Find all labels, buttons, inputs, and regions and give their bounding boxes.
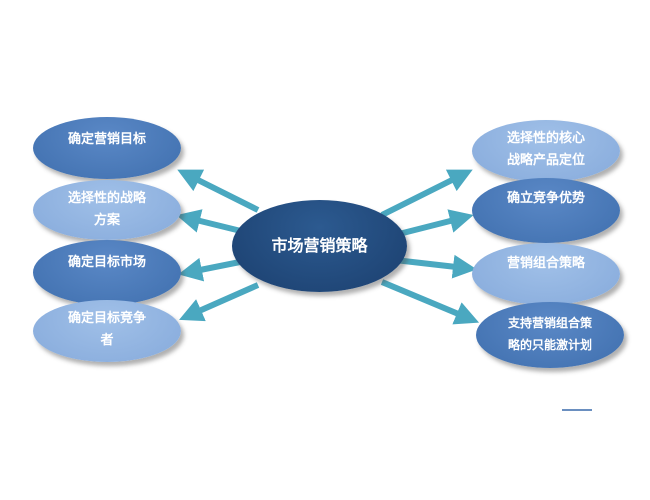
- center-text: 市场营销策略: [271, 236, 368, 255]
- node-text: 选择性的战略: [67, 191, 146, 206]
- arrow-right-3: [394, 254, 477, 279]
- arrow-left-2: [176, 209, 246, 235]
- arrow-left-4: [179, 282, 260, 322]
- arrow-left-3: [178, 257, 241, 282]
- node-text: 支持营销组合策: [507, 316, 592, 330]
- node-text: 确定营销目标: [67, 132, 146, 147]
- node-text: 者: [100, 333, 114, 348]
- node-left-2: 选择性的战略方案: [33, 180, 181, 240]
- arrow-right-4: [380, 279, 480, 325]
- node-left-3: 确定目标市场: [33, 240, 181, 305]
- node-text: 战略产品定位: [506, 153, 585, 168]
- node-text: 略的只能激计划: [507, 338, 592, 352]
- node-left-1: 确定营销目标: [33, 117, 181, 179]
- node-right-4: 支持营销组合策略的只能激计划: [476, 302, 624, 368]
- arrow-right-2: [394, 209, 474, 238]
- node-left-4: 确定目标竞争者: [33, 300, 181, 362]
- arrow-right-1: [380, 169, 473, 218]
- node-right-2: 确立竞争优势: [472, 178, 620, 243]
- node-text: 确定目标市场: [67, 255, 146, 270]
- node-text: 选择性的核心: [506, 131, 585, 146]
- node-text: 营销组合策略: [506, 256, 585, 271]
- node-text: 确立竞争优势: [506, 191, 585, 206]
- node-right-1: 选择性的核心战略产品定位: [472, 120, 620, 182]
- node-text: 确定目标竞争: [67, 311, 146, 326]
- arrow-left-1: [177, 169, 260, 213]
- node-center: 市场营销策略: [232, 200, 407, 292]
- node-text: 方案: [93, 213, 120, 228]
- node-right-3: 营销组合策略: [472, 243, 620, 305]
